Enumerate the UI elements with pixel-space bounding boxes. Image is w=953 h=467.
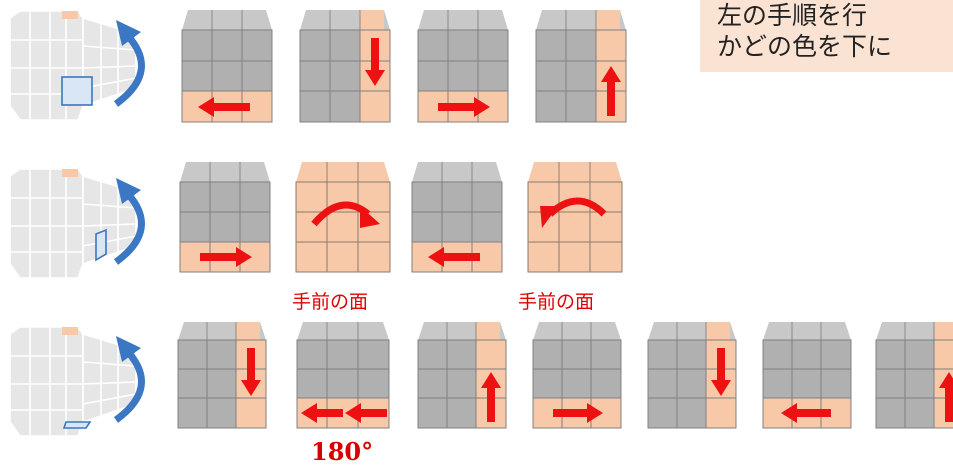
step-cube-3-1: [177, 322, 267, 429]
instruction-note: 左の手順を行 かどの色を下に: [700, 0, 953, 72]
hint-cube-row-3: [9, 326, 145, 437]
step-cube-1-4: [535, 10, 627, 123]
front-face-label-2: 手前の面: [518, 291, 595, 313]
step-cube-3-3: [417, 322, 507, 429]
step-cube-2-1: [179, 162, 271, 273]
step-cube-3-6: [762, 322, 852, 429]
hint-cube-row-1: [9, 10, 145, 121]
step-cube-2-4: [527, 162, 623, 273]
step-cube-2-2: [295, 162, 391, 273]
front-face-label-1: 手前の面: [292, 291, 369, 313]
step-cube-2-3: [411, 162, 503, 273]
step-cube-3-7: [875, 322, 953, 429]
step-cube-1-2: [299, 10, 391, 123]
step-cube-3-2: [296, 322, 390, 429]
instruction-line-2: かどの色を下に: [717, 32, 893, 61]
step-cube-1-1: [181, 10, 273, 123]
step-cube-1-3: [417, 10, 509, 123]
hint-cube-row-2: [9, 168, 145, 279]
step-cube-3-4: [532, 322, 622, 429]
step-cube-3-5: [647, 322, 737, 429]
half-turn-label: 180°: [311, 437, 374, 466]
instruction-line-1: 左の手順を行: [717, 1, 868, 30]
